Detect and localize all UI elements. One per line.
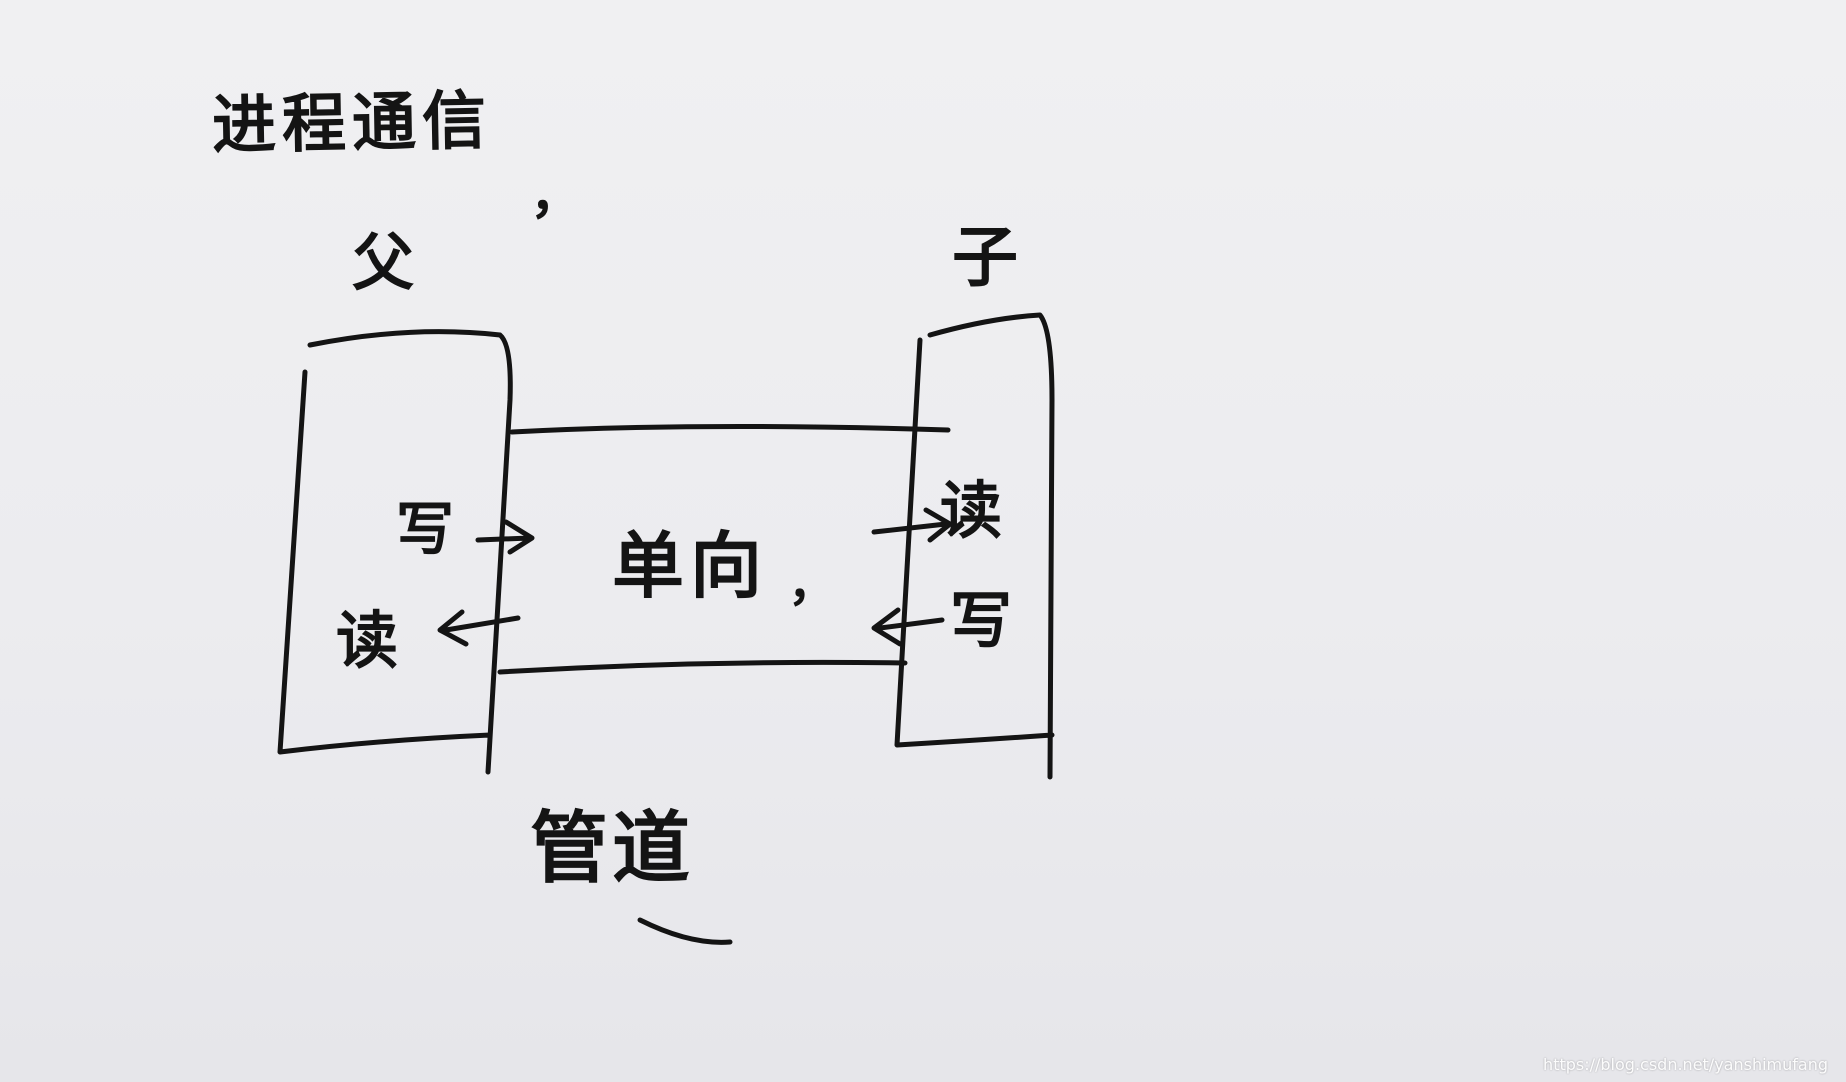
parent-write-arrow — [475, 519, 535, 555]
pipe-label-flourish — [637, 917, 733, 945]
diagram-title: 进程通信 — [211, 83, 493, 164]
pipe-bottom-line — [497, 659, 908, 675]
child-box-outline — [894, 312, 1055, 780]
child-write-label: 写 — [950, 584, 1013, 657]
parent-read-label: 读 — [336, 604, 399, 677]
pipe-label: 管道 — [530, 803, 695, 894]
parent-process-label: 父 — [352, 226, 415, 299]
child-read-label: 读 — [940, 474, 1003, 547]
pipe-direction-comma: ， — [788, 556, 837, 612]
parent-read-arrow — [437, 609, 521, 647]
pipe-direction-label: 单向 — [612, 523, 769, 608]
child-process-label: 子 — [952, 218, 1018, 296]
child-read-arrow — [871, 507, 953, 543]
child-write-arrow — [871, 607, 945, 647]
title-comma: ， — [530, 165, 583, 226]
pipe-top-line — [509, 423, 951, 435]
parent-write-label: 写 — [396, 495, 455, 563]
parent-box-outline — [277, 329, 513, 775]
watermark-url: https://blog.csdn.net/yanshimufang — [1543, 1055, 1828, 1074]
